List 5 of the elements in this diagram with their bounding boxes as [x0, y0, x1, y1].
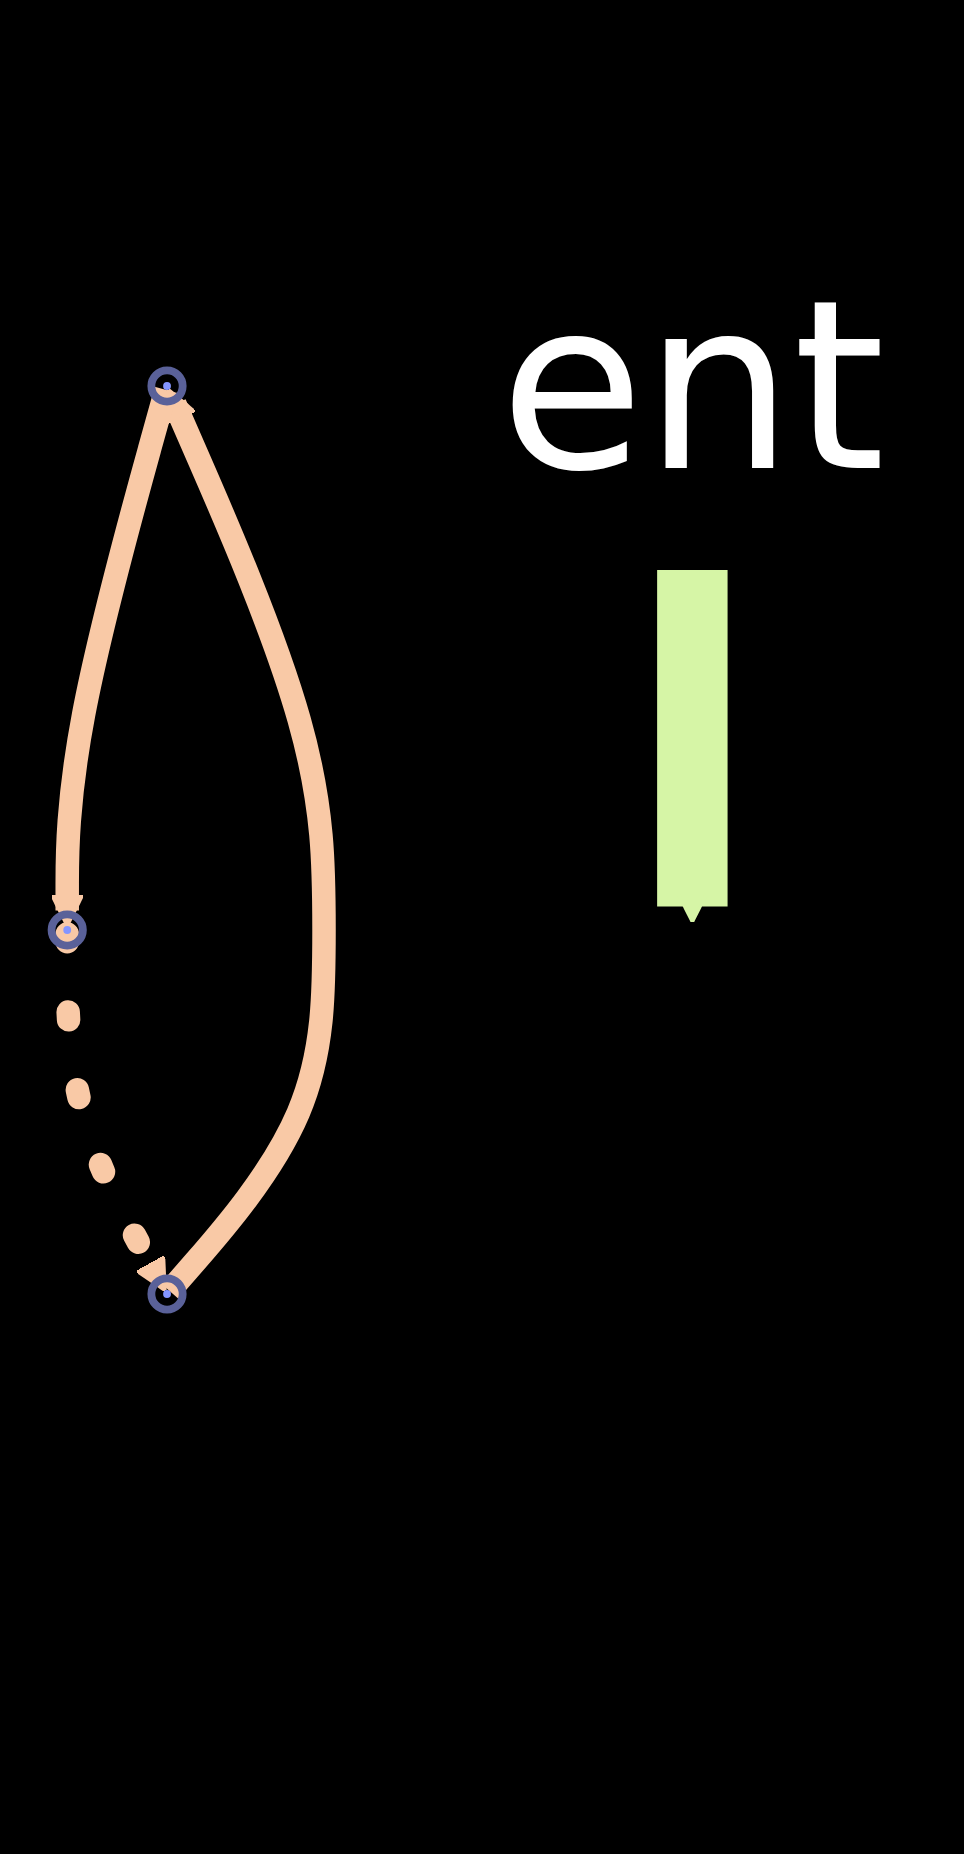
node-circle [147, 366, 187, 406]
dotted-arrow [55, 922, 170, 1293]
node-text: ent [499, 249, 886, 524]
node-circle [147, 1274, 187, 1314]
node-circle [47, 910, 87, 950]
